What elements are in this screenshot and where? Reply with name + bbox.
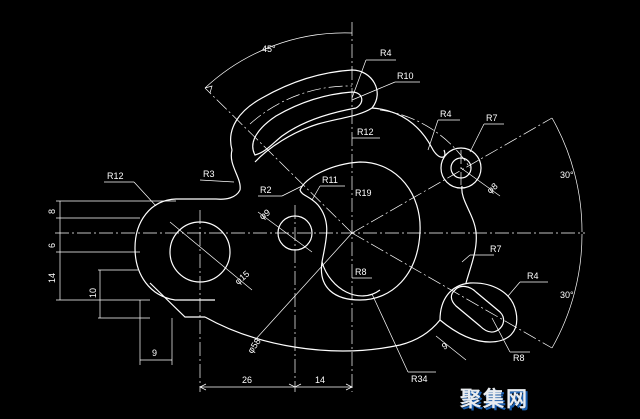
- label-dim-8: 8: [47, 209, 57, 214]
- label-r4-right: R4: [440, 109, 452, 119]
- dim-arc-30-lower: [551, 233, 583, 349]
- mid-hole-phi9: [277, 215, 313, 251]
- label-phi15: φ15: [233, 269, 252, 287]
- label-r7-mid: R7: [490, 244, 502, 254]
- label-dim-14-bottom: 14: [315, 375, 325, 385]
- label-r8-center: R8: [355, 267, 367, 277]
- label-r10: R10: [397, 71, 414, 81]
- central-cavity: [299, 161, 421, 301]
- lower-left-edge: [149, 282, 205, 318]
- inner-features: [169, 91, 505, 333]
- watermark-shadow: 聚集网: [461, 389, 531, 413]
- leader-r4-right: [427, 119, 439, 151]
- left-boss-outline: [134, 198, 215, 301]
- watermark-text: 聚集网: [459, 387, 529, 411]
- leader-slot-9: [435, 335, 467, 361]
- dim-arc-30-upper: [551, 117, 583, 233]
- dim-arc-45: [204, 32, 353, 89]
- leader-r34: [371, 293, 409, 373]
- label-r34: R34: [411, 374, 428, 384]
- leader-r7-top: [469, 123, 485, 153]
- label-r3: R3: [203, 169, 215, 179]
- label-r4-lower: R4: [527, 271, 539, 281]
- label-r19: R19: [355, 188, 372, 198]
- dimension-labels: 45° 30° 30° R4 R10 R12 R4 R7 φ8 R3 R2 R1…: [47, 44, 574, 385]
- upper-arm-join: [230, 149, 241, 191]
- leader-phi58: [254, 232, 353, 341]
- central-r8-arc: [321, 261, 381, 297]
- leader-r4-top: [351, 59, 367, 99]
- label-dim-6: 6: [47, 243, 57, 248]
- label-dim-26: 26: [242, 375, 252, 385]
- upper-right-arc: [371, 107, 446, 158]
- right-side-edge: [461, 185, 477, 284]
- leader-r3: [199, 179, 235, 183]
- right-small-hole-phi8: [450, 157, 472, 179]
- label-r12-inner: R12: [357, 127, 374, 137]
- left-hole-phi15: [169, 221, 231, 283]
- label-dim-14: 14: [47, 273, 57, 283]
- label-r8-lower: R8: [513, 353, 525, 363]
- label-angle-top: 45°: [262, 44, 276, 54]
- leader-phi8: [460, 167, 501, 197]
- label-slot-9: 9: [440, 341, 449, 352]
- label-angle-right-lower: 30°: [560, 290, 574, 300]
- bottom-arc: [204, 316, 441, 352]
- label-dim-9: 9: [152, 348, 157, 358]
- label-r2: R2: [260, 185, 272, 195]
- right-upper-boss: [440, 147, 482, 189]
- label-phi9: φ9: [257, 207, 272, 221]
- label-phi8-right: φ8: [485, 181, 500, 196]
- leader-r10: [351, 81, 396, 101]
- leader-phi9: [257, 211, 313, 253]
- centerline-arc-r58: [249, 85, 353, 125]
- part-outline: [134, 69, 518, 352]
- label-r7-top: R7: [486, 113, 498, 123]
- label-r12-left: R12: [107, 171, 124, 181]
- watermark-logo: 聚集网 聚集网: [459, 387, 531, 413]
- label-r4-top: R4: [380, 48, 392, 58]
- label-r11: R11: [322, 175, 338, 185]
- upper-slot: [252, 91, 363, 156]
- lower-right-boss: [439, 282, 518, 343]
- centerline-diag-45: [204, 87, 353, 234]
- label-angle-right-upper: 30°: [560, 170, 574, 180]
- leader-r8-lower: [491, 317, 511, 353]
- dimension-lines: [56, 32, 583, 391]
- label-dim-10: 10: [88, 288, 98, 298]
- leader-phi15: [169, 221, 253, 291]
- left-upper-transition: [176, 189, 241, 200]
- upper-arm-outer: [230, 69, 378, 163]
- centerline-diag-upper-right: [351, 117, 553, 234]
